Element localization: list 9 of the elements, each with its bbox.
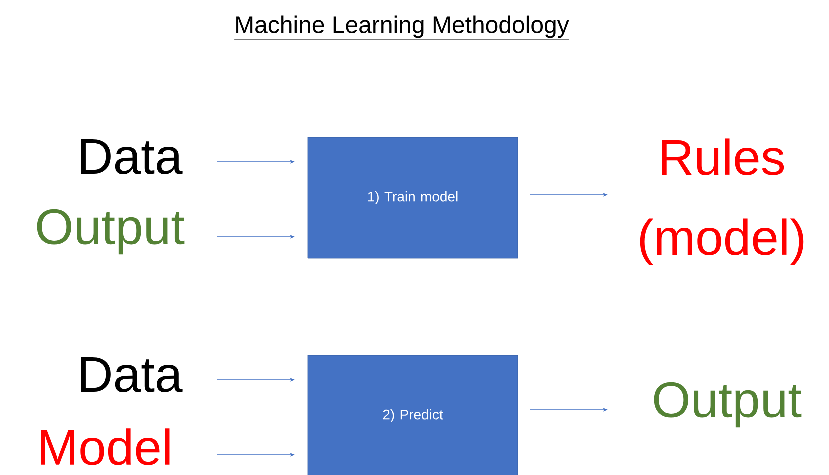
title: Machine Learning Methodology xyxy=(234,16,570,40)
input-word: Model xyxy=(41,428,170,466)
input-word: Output xyxy=(654,382,802,428)
process-box: 2) Predict xyxy=(308,355,518,475)
input-word: Output xyxy=(37,209,185,255)
input-word: Data xyxy=(81,140,183,174)
output-word: Rules (model) xyxy=(640,138,804,266)
process-box: 1) Train model xyxy=(308,137,518,259)
input-word: Data xyxy=(81,358,183,392)
